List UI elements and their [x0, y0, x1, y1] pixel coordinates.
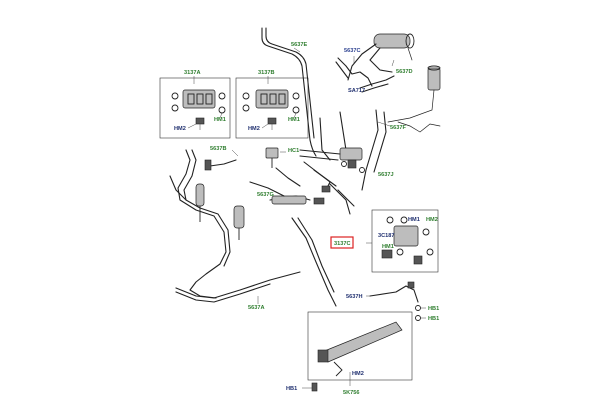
label-HM1-a: HM1: [214, 117, 226, 123]
label-5637H: 5637H: [346, 294, 362, 300]
label-5637B: 5637B: [210, 146, 226, 152]
pipe-5637C: [335, 56, 373, 87]
label-5637G: 5637G: [257, 192, 274, 198]
central-manifold: [299, 147, 365, 215]
canister-5637D: [347, 33, 415, 81]
reservoir: [387, 65, 441, 123]
label-5637J: 5637J: [378, 172, 394, 178]
fixing-HB1-bottom: [302, 382, 318, 392]
labels: 5637E 5637C 5637D 3137A 3137B SA717 HM1 …: [174, 42, 439, 396]
label-5637F: 5637F: [390, 125, 406, 131]
hose-SA717: [359, 75, 395, 93]
label-3137A: 3137A: [184, 70, 200, 76]
label-HM2-a: HM2: [174, 126, 186, 132]
label-HM2-c: HM2: [426, 217, 438, 223]
label-3C187: 3C187: [378, 233, 394, 239]
label-3137B: 3137B: [258, 70, 274, 76]
label-5637D: 5637D: [396, 69, 412, 75]
pipe-5637B: [169, 149, 239, 299]
label-HM1-c: HM1: [408, 217, 420, 223]
assembly-3137A: [159, 76, 231, 139]
label-HC1: HC1: [288, 148, 299, 154]
label-5K756: 5K756: [343, 390, 359, 396]
label-HB1-c: HB1: [286, 386, 297, 392]
shock-absorber-left: [195, 159, 245, 240]
pipe-5637H: [366, 281, 419, 303]
label-HM2-d: HM2: [352, 371, 364, 377]
assembly-5K756: [307, 311, 413, 386]
label-HB1-a: HB1: [428, 306, 439, 312]
label-5637C: 5637C: [344, 48, 360, 54]
pipe-5637G: [249, 167, 337, 307]
pipe-5637E: [261, 27, 317, 157]
label-HB1-b: HB1: [428, 316, 439, 322]
valve-HC1: [265, 147, 286, 168]
highlight-3137C: [330, 236, 354, 249]
assembly-3137B: [235, 76, 309, 139]
label-5637A: 5637A: [248, 305, 264, 311]
label-5637E: 5637E: [291, 42, 307, 48]
label-HM2-b: HM2: [248, 126, 260, 132]
label-HM1-b: HM1: [288, 117, 300, 123]
label-HM1-d: HM1: [382, 244, 394, 250]
pipe-5637F: [319, 109, 441, 191]
label-SA717: SA717: [348, 88, 365, 94]
fixings-HB1-right: [415, 305, 426, 321]
assembly-3137C: [330, 209, 439, 273]
pipe-5637A: [175, 271, 301, 304]
label-3137C: 3137C: [334, 241, 350, 247]
